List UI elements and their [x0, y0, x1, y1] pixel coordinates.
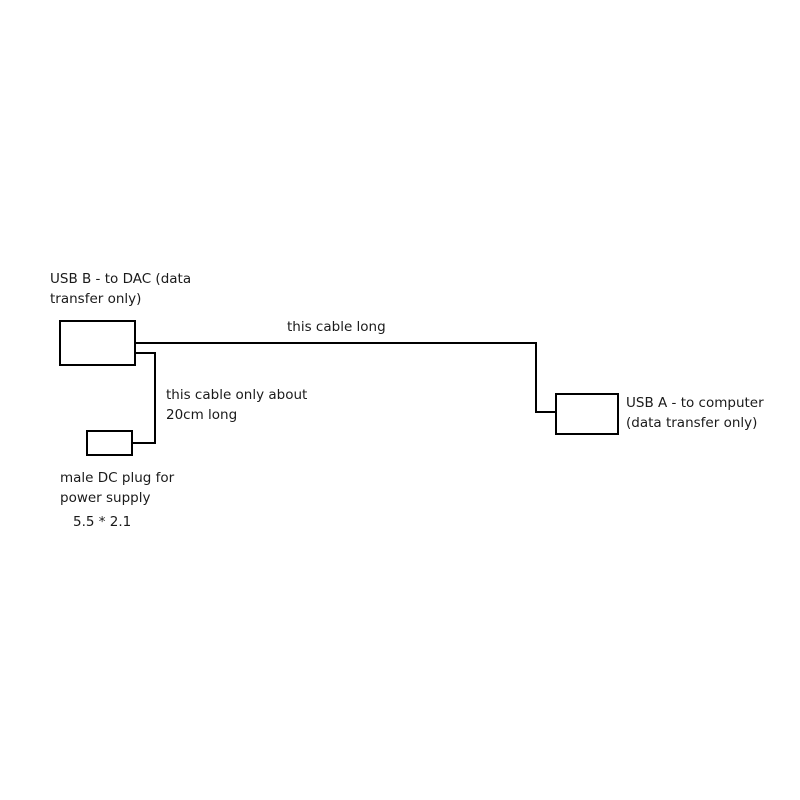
usb-b-connector	[59, 320, 136, 366]
usb-b-label-line-1: USB B - to DAC (data	[50, 271, 192, 287]
usb-a-connector	[555, 393, 619, 435]
short-cable-label: this cable only about 20cm long	[166, 385, 307, 425]
dc-plug-label: male DC plug for power supply	[60, 468, 174, 508]
short-cable-label-line-2: 20cm long	[166, 407, 238, 423]
short-cable-label-line-1: this cable only about	[166, 387, 308, 403]
usb-b-label: USB B - to DAC (data transfer only)	[50, 269, 191, 309]
usb-a-label: USB A - to computer (data transfer only)	[626, 393, 764, 433]
dc-plug-label-line-1: male DC plug for	[60, 470, 175, 486]
long-cable-label: this cable long	[287, 317, 386, 337]
short-cable-line	[132, 352, 156, 444]
dc-plug-connector	[86, 430, 133, 456]
long-cable-line	[135, 342, 556, 413]
long-cable-label-text: this cable long	[287, 319, 386, 335]
usb-a-label-line-2: (data transfer only)	[626, 415, 758, 431]
dc-plug-size-label: 5.5 * 2.1	[73, 514, 132, 530]
usb-a-label-line-1: USB A - to computer	[626, 395, 764, 411]
dc-plug-label-line-2: power supply	[60, 490, 151, 506]
usb-b-label-line-2: transfer only)	[50, 291, 142, 307]
